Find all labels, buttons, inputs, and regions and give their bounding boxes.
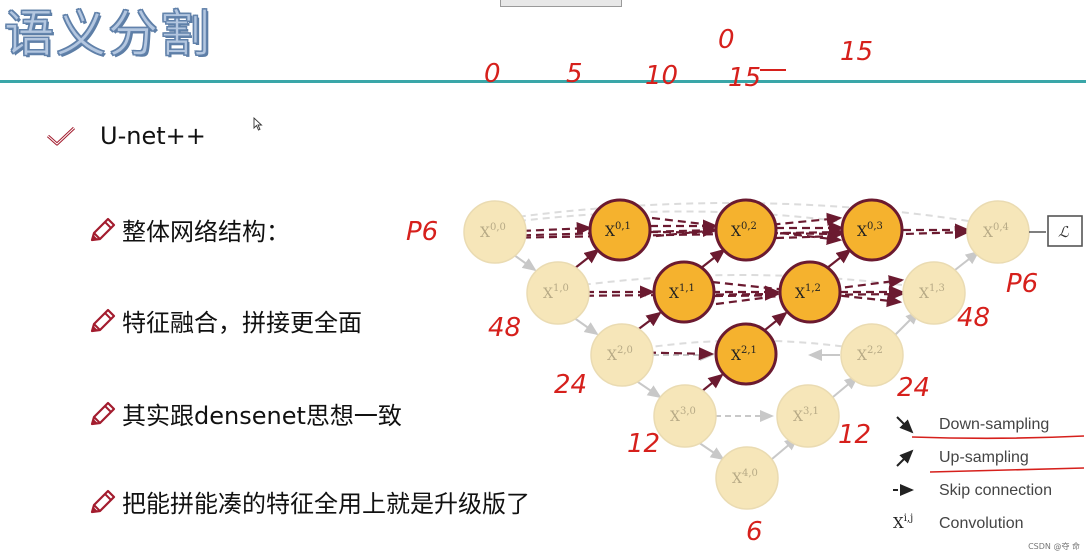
node-x20: X2,0 (590, 323, 654, 387)
annotation-top-0b: 0 (718, 25, 735, 55)
window-tab-edge (500, 0, 622, 7)
svg-text:X1,0: X1,0 (543, 283, 569, 302)
slide-title: 语义分割 (4, 5, 212, 64)
down-sampling-arrow-icon (896, 416, 914, 434)
checkmark-icon (46, 125, 76, 147)
node-x04: X0,4 (966, 200, 1030, 264)
loss-label: ℒ (1058, 223, 1070, 241)
svg-text:X0,0: X0,0 (480, 222, 506, 241)
annotation-6: 6 (746, 517, 763, 547)
annotation-top-10: 10 (645, 61, 678, 91)
legend-skip: Skip connection (939, 482, 1052, 499)
sub-bullet-2-text: 特征融合，拼接更全面 (122, 309, 362, 337)
pencil-icon (88, 217, 116, 243)
node-x11: X1,1 (652, 260, 716, 324)
node-x21: X2,1 (714, 322, 778, 386)
sub-bullet-4-text: 把能拼能凑的特征全用上就是升级版了 (122, 490, 530, 518)
annotation-48-left: 48 (488, 313, 521, 343)
sub-bullet-4: 把能拼能凑的特征全用上就是升级版了 (88, 484, 530, 519)
svg-text:X2,1: X2,1 (731, 345, 757, 364)
svg-text:X3,0: X3,0 (670, 406, 696, 425)
sub-bullet-3: 其实跟densenet思想一致 (88, 396, 402, 431)
node-x01: X0,1 (588, 198, 652, 262)
node-x30: X3,0 (653, 384, 717, 448)
pencil-icon (88, 308, 116, 334)
node-x03: X0,3 (840, 198, 904, 262)
pencil-icon (88, 401, 116, 427)
underline-down-sampling (911, 435, 1085, 440)
svg-text:X0,2: X0,2 (731, 221, 757, 240)
annotation-p6-right: P6 (1006, 269, 1038, 299)
annotation-top-0: 0 (484, 59, 501, 89)
svg-text:X0,1: X0,1 (605, 221, 631, 240)
up-sampling-arrow-icon (896, 449, 914, 467)
legend-conv-symbol: Xi,j (893, 513, 913, 532)
underline-up-sampling (929, 467, 1085, 473)
svg-text:X0,3: X0,3 (857, 221, 883, 240)
legend: Down-sampling Up-sampling Skip connectio… (893, 416, 1052, 532)
mouse-cursor-icon (253, 116, 263, 135)
sub-bullet-2: 特征融合，拼接更全面 (88, 303, 362, 338)
watermark: CSDN @夺 命 (1028, 542, 1080, 551)
annotation-24-right: 24 (897, 373, 930, 403)
pencil-icon (88, 489, 116, 515)
annotation-24-left: 24 (554, 370, 587, 400)
loss-box: ℒ (1047, 215, 1083, 247)
annotation-top-15b: 15 (840, 37, 873, 67)
svg-text:X3,1: X3,1 (793, 406, 819, 425)
node-x22: X2,2 (840, 323, 904, 387)
svg-text:X1,2: X1,2 (795, 283, 821, 302)
node-x02: X0,2 (714, 198, 778, 262)
svg-text:X4,0: X4,0 (732, 468, 758, 487)
node-x12: X1,2 (778, 260, 842, 324)
svg-text:X0,4: X0,4 (983, 222, 1009, 241)
legend-up: Up-sampling (939, 449, 1029, 466)
annotation-12-left: 12 (627, 429, 660, 459)
node-x31: X3,1 (776, 384, 840, 448)
sub-bullet-1: 整体网络结构： (88, 212, 290, 247)
annotation-48-right: 48 (957, 303, 990, 333)
svg-text:X1,1: X1,1 (669, 283, 695, 302)
svg-text:X2,0: X2,0 (607, 345, 633, 364)
node-x40: X4,0 (715, 446, 779, 510)
main-bullet: U-net++ (46, 122, 206, 150)
annotation-12-right: 12 (838, 420, 871, 450)
svg-text:X2,2: X2,2 (857, 345, 883, 364)
legend-down: Down-sampling (939, 416, 1049, 433)
title-divider (0, 80, 1086, 83)
sub-bullet-1-text: 整体网络结构： (122, 218, 290, 246)
main-bullet-text: U-net++ (100, 122, 206, 150)
annotation-top-15: 15 (728, 63, 761, 93)
legend-conv: Convolution (939, 515, 1024, 532)
node-x10: X1,0 (526, 261, 590, 325)
node-x00: X0,0 (463, 200, 527, 264)
annotation-top-5: 5 (566, 59, 583, 89)
handwriting-annotations: 0 5 10 15 0 15 P6 P6 48 48 24 24 12 12 6 (406, 25, 1085, 547)
node-x13: X1,3 (902, 261, 966, 325)
annotation-p6-left: P6 (406, 217, 438, 247)
sub-bullet-3-text: 其实跟densenet思想一致 (122, 402, 402, 430)
svg-text:X1,3: X1,3 (919, 283, 945, 302)
